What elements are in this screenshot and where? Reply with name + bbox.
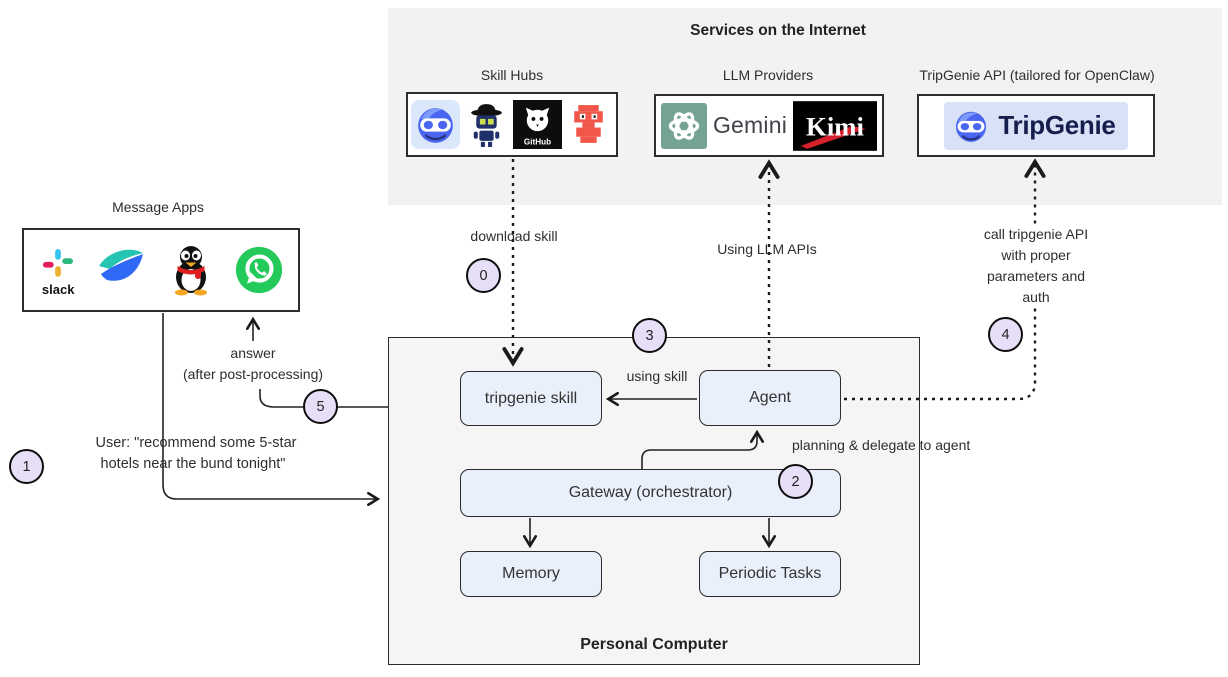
message-apps-box: slack (22, 228, 300, 312)
openclaw-robot-icon (411, 100, 460, 149)
tripgenie-robot-icon (956, 111, 987, 142)
clawhub-robot-icon (462, 100, 511, 149)
user-query-line1: User: "recommend some 5-star (95, 435, 297, 451)
answer-label-line2: (after post-processing) (182, 366, 324, 382)
node-periodic-tasks-label: Periodic Tasks (718, 565, 822, 582)
github-wordmark: GitHub (524, 137, 551, 146)
kimi-wordmark: Kimi (806, 111, 864, 141)
step-badge-3: 3 (632, 318, 667, 353)
node-tripgenie-skill-label: tripgenie skill (484, 389, 578, 407)
whatsapp-icon (235, 246, 282, 294)
step-badge-0: 0 (466, 258, 501, 293)
using-skill-label: using skill (626, 368, 688, 384)
call-tripgenie-label: call tripgenie API with proper parameter… (972, 224, 1100, 308)
step-badge-5: 5 (303, 389, 338, 424)
slack-icon: slack (38, 244, 78, 297)
tripgenie-wordmark: TripGenie (998, 110, 1116, 140)
user-query-line2: hotels near the bund tonight" (100, 456, 286, 472)
answer-label-line1: answer (230, 345, 276, 361)
kimi-icon: Kimi (793, 100, 878, 151)
node-tripgenie-skill: tripgenie skill (460, 371, 602, 426)
step-badge-4: 4 (988, 317, 1023, 352)
planning-delegate-label: planning & delegate to agent (792, 437, 971, 453)
node-periodic-tasks: Periodic Tasks (699, 551, 841, 597)
services-title: Services on the Internet (690, 22, 866, 39)
qq-penguin-icon (174, 246, 207, 296)
skill-hubs-box: GitHub (406, 92, 618, 157)
download-skill-label: download skill (470, 228, 558, 244)
tripgenie-api-label: TripGenie API (tailored for OpenClaw) (919, 67, 1155, 83)
step-badge-2: 2 (778, 464, 813, 499)
gemini-wordmark: Gemini (712, 112, 788, 138)
tripgenie-api-box: TripGenie (917, 94, 1155, 157)
node-agent-label: Agent (749, 389, 791, 406)
node-memory-label: Memory (502, 565, 560, 582)
github-icon: GitHub (513, 100, 562, 149)
slack-wordmark: slack (41, 281, 75, 297)
tripgenie-banner: TripGenie (944, 101, 1128, 150)
step-badge-1: 1 (9, 449, 44, 484)
node-agent: Agent (699, 370, 841, 426)
llm-providers-box: Gemini Kimi (654, 94, 884, 157)
node-gateway-label: Gateway (orchestrator) (568, 484, 733, 501)
using-llm-apis-label: Using LLM APIs (717, 241, 817, 257)
node-memory: Memory (460, 551, 602, 597)
pixel-robot-icon (564, 100, 613, 149)
message-apps-label: Message Apps (112, 199, 204, 215)
llm-providers-label: LLM Providers (722, 67, 814, 83)
skill-hubs-label: Skill Hubs (480, 67, 544, 83)
personal-computer-title: Personal Computer (580, 636, 728, 653)
node-gateway: Gateway (orchestrator) (460, 469, 841, 517)
openai-icon (660, 102, 707, 149)
lark-bird-icon (99, 249, 144, 281)
